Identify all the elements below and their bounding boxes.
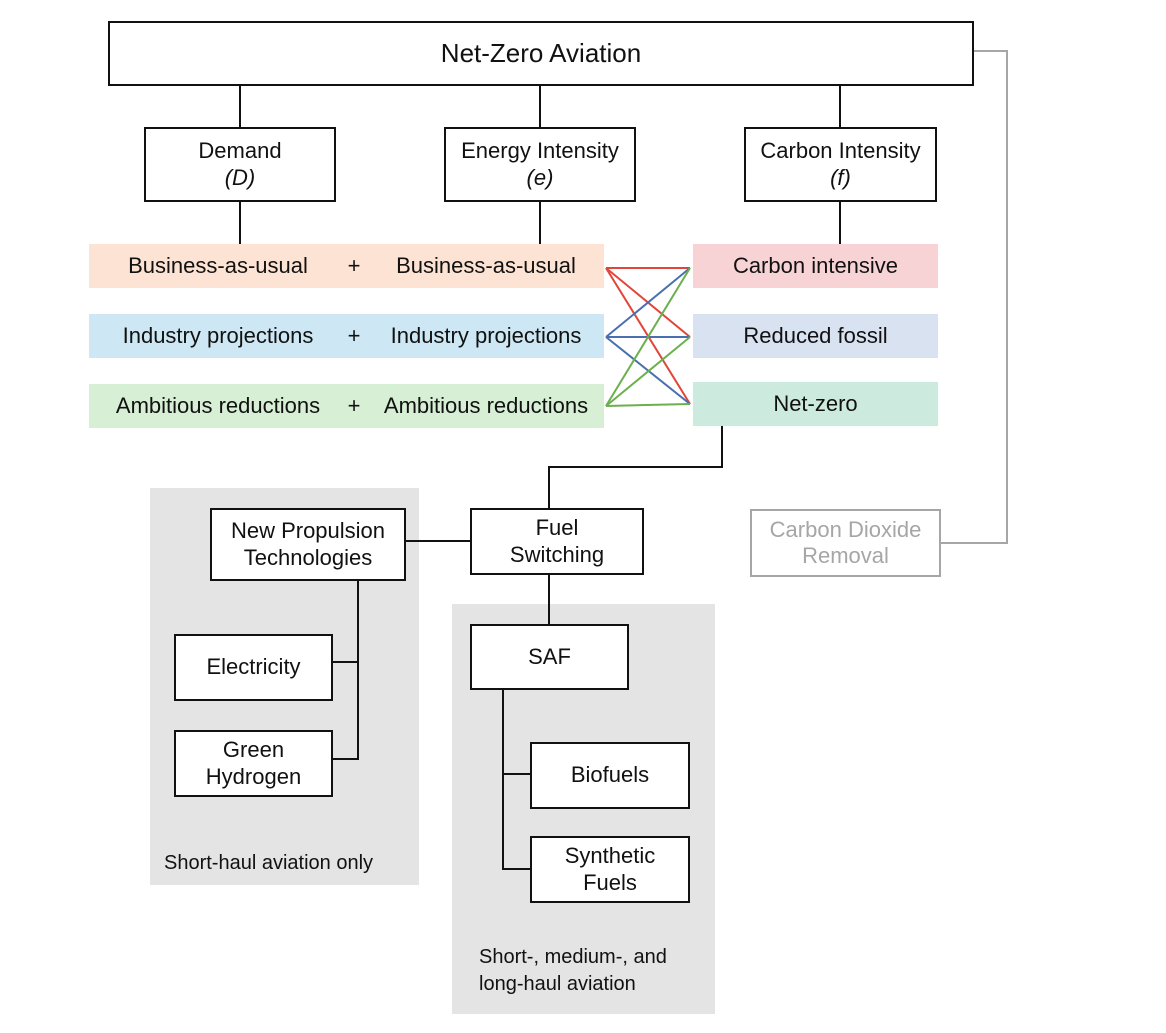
synthetic-line2: Fuels	[583, 869, 637, 895]
propulsion-line1: New Propulsion	[230, 518, 386, 544]
short-haul-note: Short-haul aviation only	[164, 852, 374, 874]
electricity-box: Electricity	[174, 634, 333, 701]
scenario-row-ambitious	[89, 384, 604, 428]
net-zero: Net-zero	[693, 382, 938, 426]
synthetic-fuels-box: Synthetic Fuels	[530, 836, 690, 903]
carbon-dioxide-removal-box: Carbon Dioxide Removal	[750, 509, 941, 577]
link-industry-to-carbon-intensive	[605, 267, 691, 338]
biofuels-box: Biofuels	[530, 742, 690, 809]
demand-box: Demand (D)	[144, 127, 336, 202]
demand-label: Demand	[198, 138, 282, 164]
all-haul-note-line1: Short-, medium-, and	[479, 946, 667, 968]
scenario-row-bau	[89, 244, 604, 288]
reduced-fossil: Reduced fossil	[693, 314, 938, 358]
scenario-row-industry	[89, 314, 604, 358]
synthetic-line1: Synthetic	[564, 843, 656, 869]
saf-box: SAF	[470, 624, 629, 690]
carbon-intensity-symbol: (f)	[830, 164, 851, 190]
carbon-intensive: Carbon intensive	[693, 244, 938, 288]
cdr-line1: Carbon Dioxide	[769, 516, 922, 542]
link-title-cdr	[940, 50, 1008, 544]
saf-label: SAF	[528, 643, 571, 669]
energy-ambitious: Ambitious reductions	[383, 393, 589, 418]
demand-bau: Business-as-usual	[128, 253, 308, 278]
fuel-switching-box: Fuel Switching	[470, 508, 644, 575]
hydrogen-line1: Green	[222, 737, 285, 763]
plus-sign-1: +	[347, 253, 361, 278]
link-propulsion-hydrogen	[332, 580, 359, 760]
energy-industry: Industry projections	[390, 323, 582, 348]
all-haul-note: Short-, medium-, and long-haul aviation	[479, 944, 667, 998]
link-netzero-fuel-switching	[548, 426, 723, 509]
fuel-switching-line2: Switching	[509, 541, 605, 567]
cdr-line2: Removal	[802, 543, 889, 568]
all-haul-note-line2: long-haul aviation	[479, 973, 636, 995]
net-zero-aviation-title: Net-Zero Aviation	[108, 21, 974, 86]
link-ambitious-to-net-zero	[605, 403, 691, 407]
plus-sign-2: +	[347, 323, 361, 348]
plus-sign-3: +	[347, 393, 361, 418]
demand-industry: Industry projections	[122, 323, 314, 348]
energy-intensity-label: Energy Intensity	[461, 138, 619, 164]
energy-bau: Business-as-usual	[396, 253, 576, 278]
fuel-switching-line1: Fuel	[535, 515, 579, 541]
demand-ambitious: Ambitious reductions	[115, 393, 321, 418]
title-text: Net-Zero Aviation	[440, 37, 642, 68]
energy-intensity-symbol: (e)	[526, 164, 554, 190]
green-hydrogen-box: Green Hydrogen	[174, 730, 333, 797]
electricity-label: Electricity	[206, 654, 301, 680]
propulsion-line2: Technologies	[243, 544, 373, 570]
energy-intensity-box: Energy Intensity (e)	[444, 127, 636, 202]
link-ambitious-to-carbon-intensive	[605, 267, 691, 407]
scenario-cross-links	[605, 267, 691, 407]
biofuels-label: Biofuels	[570, 762, 650, 788]
new-propulsion-box: New Propulsion Technologies	[210, 508, 406, 581]
carbon-intensity-label: Carbon Intensity	[760, 138, 921, 164]
carbon-intensity-box: Carbon Intensity (f)	[744, 127, 937, 202]
link-ambitious-to-reduced-fossil	[605, 336, 691, 407]
hydrogen-line2: Hydrogen	[205, 763, 302, 789]
link-saf-synthetic	[502, 689, 531, 870]
demand-symbol: (D)	[224, 164, 256, 190]
